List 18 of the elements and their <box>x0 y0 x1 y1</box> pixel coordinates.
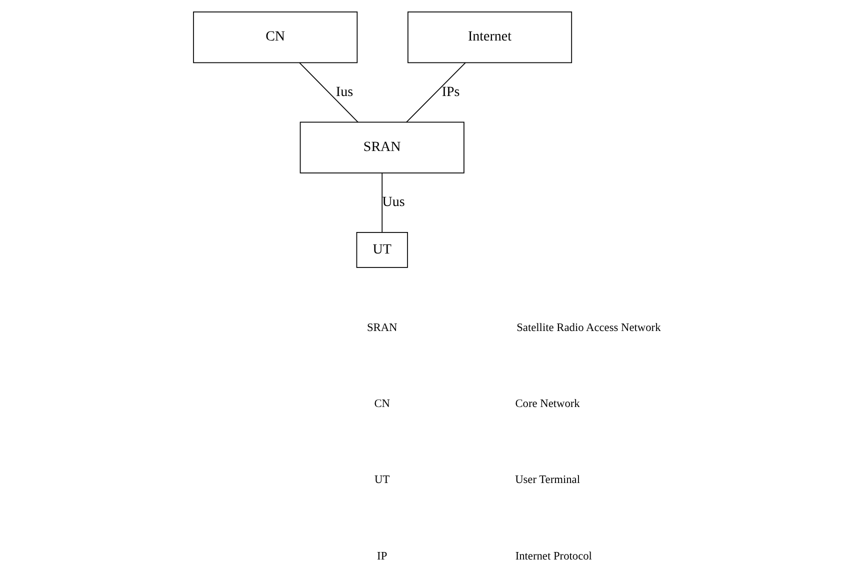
label: SRAN <box>366 322 398 334</box>
label: IP <box>377 550 388 562</box>
connector <box>382 172 383 233</box>
edge-label: IPs <box>442 84 460 100</box>
connector <box>406 62 466 123</box>
node-box: CN <box>193 12 358 64</box>
node-box: Internet <box>408 12 572 64</box>
edge-label: Ius <box>336 84 354 100</box>
edge-label: Uus <box>382 195 405 210</box>
label: CN <box>374 398 390 410</box>
node-box: UT <box>356 232 408 268</box>
connector <box>299 62 358 123</box>
label: User Terminal <box>515 474 580 486</box>
node-box: SRAN <box>300 122 464 174</box>
label: Core Network <box>515 398 580 410</box>
label: Satellite Radio Access Network <box>516 322 661 334</box>
label: Internet Protocol <box>515 550 592 562</box>
label: UT <box>374 474 390 486</box>
